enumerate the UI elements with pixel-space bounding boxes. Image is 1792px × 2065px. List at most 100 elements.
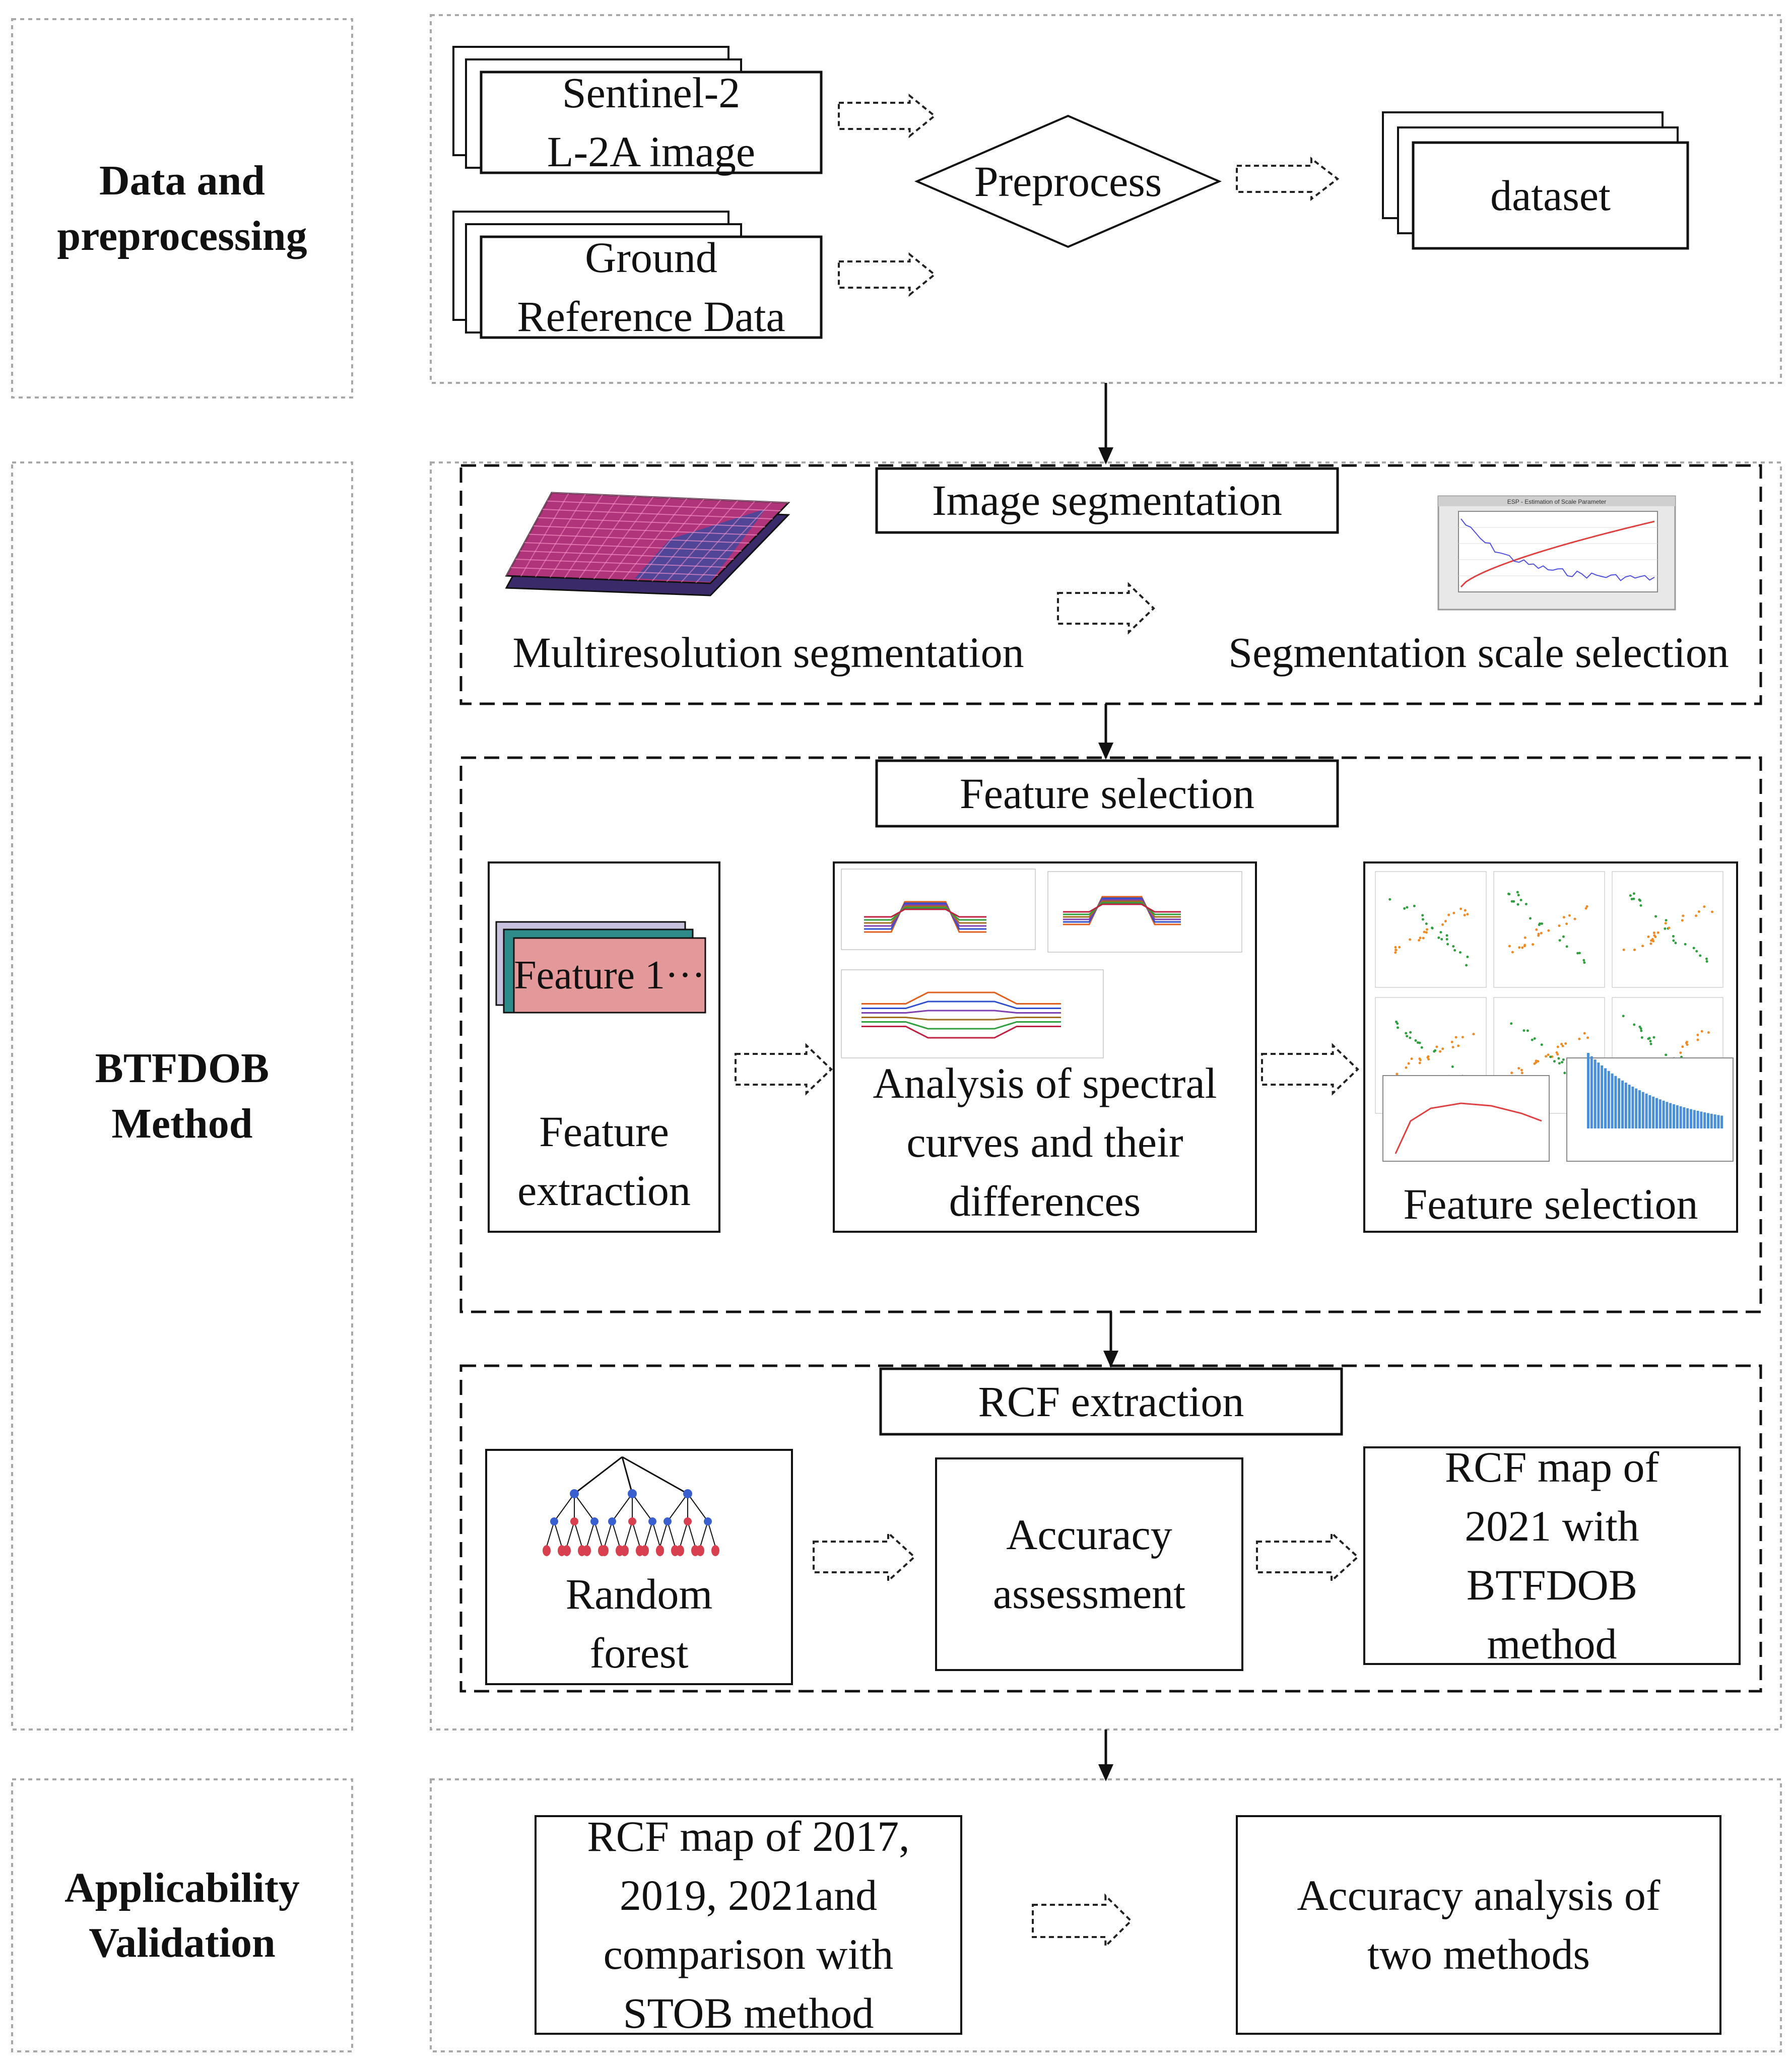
accuracy-curve-plot (1382, 1075, 1550, 1162)
scatter-point (1433, 1050, 1436, 1053)
scatter-point (1707, 1031, 1710, 1034)
importance-bar (1618, 1078, 1621, 1128)
scatter-point (1711, 910, 1714, 913)
scatter-point (1413, 904, 1416, 907)
tree-node (648, 1517, 656, 1525)
tree-leaf (676, 1545, 684, 1556)
importance-bar (1621, 1080, 1624, 1128)
tree-edge (621, 1456, 633, 1494)
accuracy-plot-frame (1382, 1075, 1550, 1162)
esp-plot-area (1458, 511, 1658, 592)
scatter-point (1561, 1060, 1564, 1063)
scatter-point (1622, 948, 1625, 951)
importance-bar (1655, 1098, 1658, 1128)
tree-node (663, 1517, 672, 1525)
scatter-point (1441, 1047, 1444, 1050)
scatter-point (1547, 1053, 1550, 1056)
satellite-grid-col (666, 500, 739, 582)
label-accuracy-assessment: Accuracy assessment (992, 1510, 1186, 1618)
esp-series-lv (1460, 520, 1655, 588)
tree-edge (574, 1493, 595, 1522)
scatter-point (1555, 1051, 1558, 1054)
scatter-point (1416, 1041, 1419, 1044)
esp-series-roc (1461, 518, 1655, 581)
scatter-point (1665, 1053, 1668, 1056)
importance-bar (1638, 1090, 1641, 1128)
satellite-grid-col (506, 492, 552, 576)
tree-edge (554, 1493, 575, 1522)
title-image-segmentation: Image segmentation (932, 476, 1282, 525)
scatter-point (1540, 931, 1543, 935)
scatter-point (1457, 1044, 1460, 1047)
scatter-point (1692, 947, 1695, 950)
spectral-curve (861, 1026, 1061, 1039)
label-multiresolution-segmentation: Multiresolution segmentation (512, 628, 1024, 677)
scatter-point (1583, 1032, 1586, 1035)
scatter-point (1647, 936, 1650, 939)
tree-edge (612, 1493, 633, 1522)
scatter-point (1585, 905, 1588, 908)
scatter-point (1444, 920, 1447, 923)
scatter-point (1458, 951, 1462, 954)
tree-edge (574, 1521, 582, 1547)
scatter-point (1405, 1032, 1408, 1035)
tree-edge (667, 1493, 688, 1522)
tree-edge (667, 1521, 676, 1547)
tree-node (570, 1489, 579, 1498)
importance-bar (1652, 1096, 1655, 1128)
rcf-maps-comparison-box (535, 1815, 962, 2035)
importance-bar-plot (1566, 1053, 1734, 1162)
spectral-curve (1063, 896, 1181, 925)
scatter-point (1679, 1051, 1682, 1054)
importance-bar (1693, 1110, 1696, 1128)
tree-edge (707, 1521, 716, 1547)
scatter-point (1419, 1058, 1422, 1061)
rcf-map-2021-box (1363, 1446, 1741, 1665)
importance-bar (1648, 1095, 1651, 1128)
tree-leaf (601, 1545, 609, 1556)
label-accuracy-analysis: Accuracy analysis of two methods (1297, 1871, 1661, 1978)
accuracy-assessment-box (935, 1457, 1243, 1671)
scatter-point (1568, 914, 1571, 917)
scatter-point (1409, 1036, 1412, 1039)
satellite-grid-col (637, 499, 704, 581)
group-image-segmentation (459, 464, 1762, 705)
section-label-btfdob: BTFDOB Method (95, 1045, 270, 1147)
importance-bar (1594, 1059, 1597, 1128)
scatter-point (1681, 1045, 1684, 1048)
scatter-point (1533, 1037, 1536, 1040)
tree-edge (687, 1493, 708, 1522)
scatter-point (1649, 942, 1652, 945)
scatter-point (1576, 952, 1579, 955)
title-box-rcf-extraction (879, 1367, 1343, 1436)
scatter-point (1650, 939, 1653, 942)
scatter-point (1684, 943, 1687, 946)
importance-bar (1635, 1088, 1638, 1128)
label-spectral-analysis: Analysis of spectral curves and their di… (873, 1059, 1217, 1225)
scatter-point (1517, 894, 1520, 897)
importance-bar (1597, 1062, 1600, 1128)
tree-edge (652, 1521, 660, 1547)
tree-node (590, 1517, 599, 1525)
arrow-sentinel-to-preprocess (838, 93, 937, 139)
scatter-point (1696, 1038, 1699, 1041)
importance-bar (1673, 1104, 1675, 1128)
scatter-point (1695, 950, 1698, 953)
scatter-point (1388, 898, 1391, 901)
arrow-rf-to-accuracy (813, 1530, 916, 1583)
tree-leaf (656, 1545, 664, 1556)
tree-edge (632, 1521, 640, 1547)
arrow-extraction-to-analysis (735, 1043, 833, 1096)
spectral-curves (841, 869, 1242, 1058)
scatter-point (1665, 919, 1668, 922)
tree-edge (624, 1521, 633, 1547)
scatter-point (1705, 957, 1708, 960)
tree-edge (622, 1456, 688, 1495)
ground-label: Ground Reference Data (517, 233, 785, 341)
spectral-curve (864, 907, 986, 921)
scatter-point (1563, 1072, 1566, 1075)
importance-bar (1601, 1065, 1604, 1128)
scatter-point (1653, 934, 1656, 937)
preprocess-label: Preprocess (974, 157, 1162, 206)
